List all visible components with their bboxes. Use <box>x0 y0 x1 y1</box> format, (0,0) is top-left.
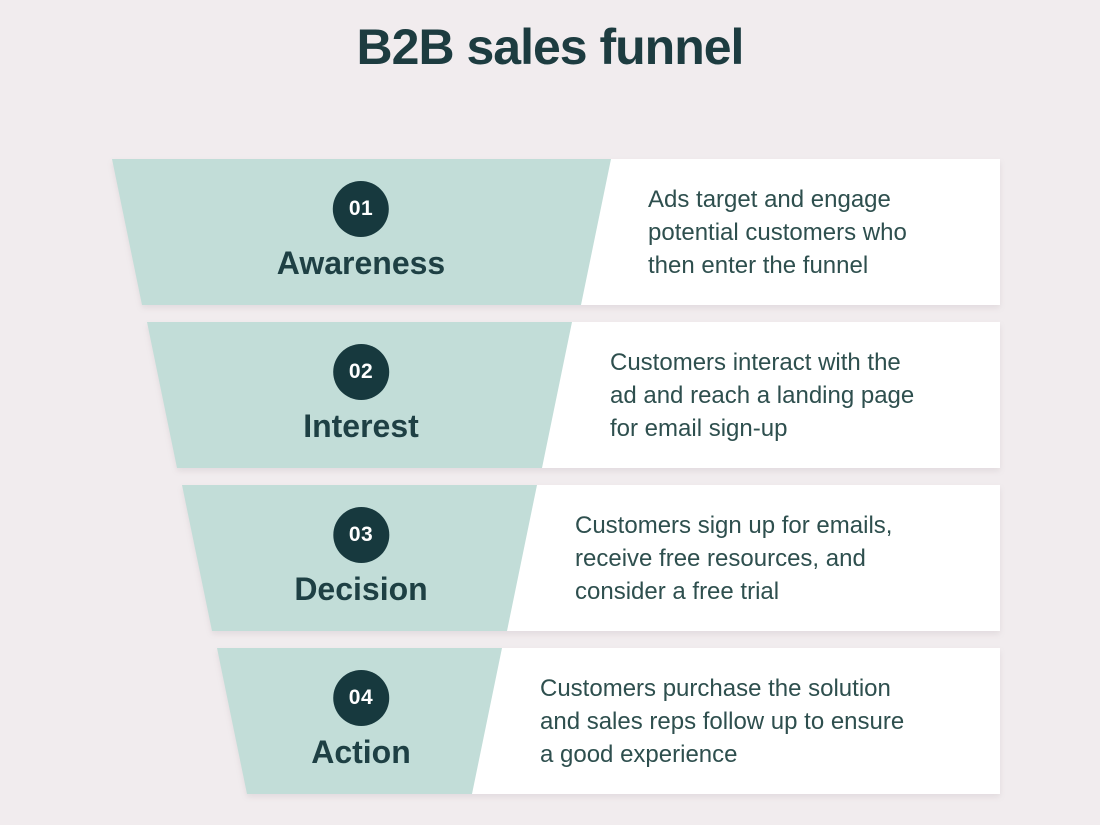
stage-description: Customers purchase the solution and sale… <box>540 674 905 768</box>
stage-number: 02 <box>348 360 374 383</box>
stage-description: Ads target and engage potential customer… <box>648 185 907 279</box>
stage-number-badge: 02 <box>333 344 389 400</box>
stage-number-badge: 03 <box>333 507 389 563</box>
funnel-stage-row-interest: 02 Interest Customers interact with the … <box>0 322 1100 468</box>
stage-description-card <box>581 159 1000 305</box>
stage-label: Decision <box>294 571 428 607</box>
funnel-stage-row-awareness: 01 Awareness Ads target and engage poten… <box>0 159 1100 305</box>
stage-description: Customers sign up for emails, receive fr… <box>575 511 893 605</box>
stage-content: 04 Action <box>311 648 411 794</box>
stage-description-wrap: Customers sign up for emails, receive fr… <box>575 485 892 631</box>
stage-number: 03 <box>348 523 374 546</box>
stage-number: 01 <box>348 197 374 220</box>
stage-number-badge: 04 <box>332 670 389 726</box>
stage-number-badge: 01 <box>333 181 389 237</box>
stage-description-card <box>507 485 1000 631</box>
page-title: B2B sales funnel <box>356 19 745 75</box>
stage-label: Awareness <box>276 245 446 281</box>
stage-content: 02 Interest <box>303 322 419 468</box>
stage-description-wrap: Ads target and engage potential customer… <box>648 159 907 305</box>
stage-content: 03 Decision <box>294 485 428 631</box>
stage-content: 01 Awareness <box>277 159 445 305</box>
stage-label: Action <box>311 734 411 770</box>
funnel-stage-row-decision: 03 Decision Customers sign up for emails… <box>0 485 1100 631</box>
stage-description: Customers interact with the ad and reach… <box>610 348 915 442</box>
stage-number: 04 <box>348 686 374 709</box>
stage-label: Interest <box>303 408 419 444</box>
stage-description-card <box>472 648 1000 794</box>
stage-description-wrap: Customers interact with the ad and reach… <box>610 322 914 468</box>
stage-description-card <box>542 322 1000 468</box>
stage-description-wrap: Customers purchase the solution and sale… <box>540 648 904 794</box>
funnel-stage-row-action: 04 Action Customers purchase the solutio… <box>0 648 1100 794</box>
